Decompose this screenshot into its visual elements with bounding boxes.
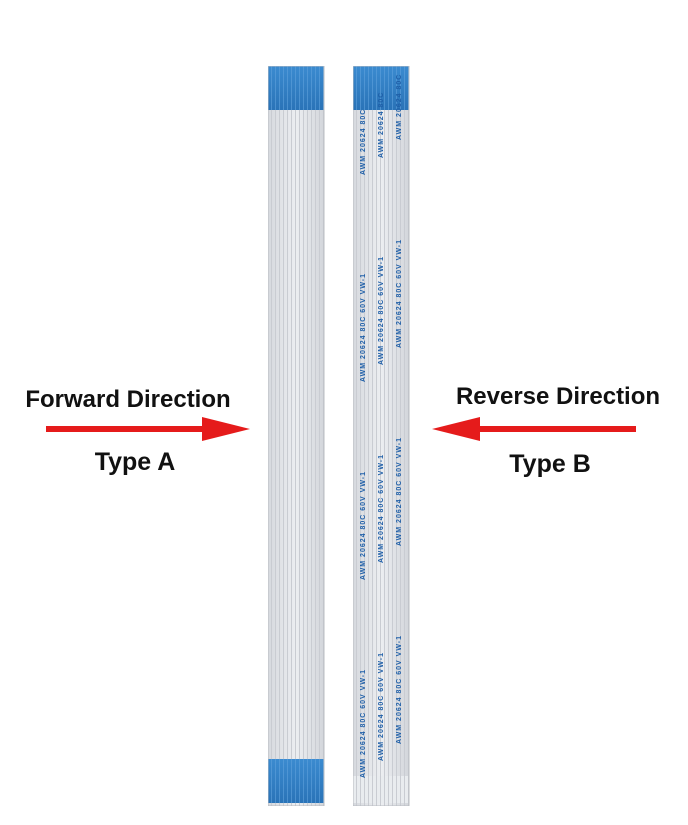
cable-print-text: AWM 20624 80C 60V VW-1 <box>396 238 403 348</box>
cable-print-text: AWM 20624 80C 60V VW-1 <box>396 436 403 546</box>
cable-print-text: AWM 20624 80C <box>396 73 403 140</box>
ffc-cable-type-a <box>268 66 325 806</box>
cable-print-text: AWM 20624 80C 60V VW-1 <box>360 272 367 382</box>
type-a-label: Type A <box>94 448 176 476</box>
cable-print-text: AWM 20624 80C <box>360 108 367 175</box>
cable-print-text: AWM 20624 80C 60V VW-1 <box>360 668 367 778</box>
cable-print-text: AWM 20624 80C <box>378 91 385 158</box>
cable-print-text: AWM 20624 80C 60V VW-1 <box>378 255 385 365</box>
cable-print-text: AWM 20624 80C 60V VW-1 <box>378 453 385 563</box>
cable-print-text: AWM 20624 80C 60V VW-1 <box>396 634 403 744</box>
ffc-cable-type-b <box>353 66 410 806</box>
reverse-direction-label: Reverse Direction <box>455 383 661 410</box>
cable-print-text: AWM 20624 80C 60V VW-1 <box>378 651 385 761</box>
type-b-label: Type B <box>509 450 591 478</box>
forward-direction-label: Forward Direction <box>25 386 231 413</box>
left-arrow-icon <box>432 417 636 441</box>
right-arrow-icon <box>46 417 250 441</box>
cable-print-text: AWM 20624 80C 60V VW-1 <box>360 470 367 580</box>
